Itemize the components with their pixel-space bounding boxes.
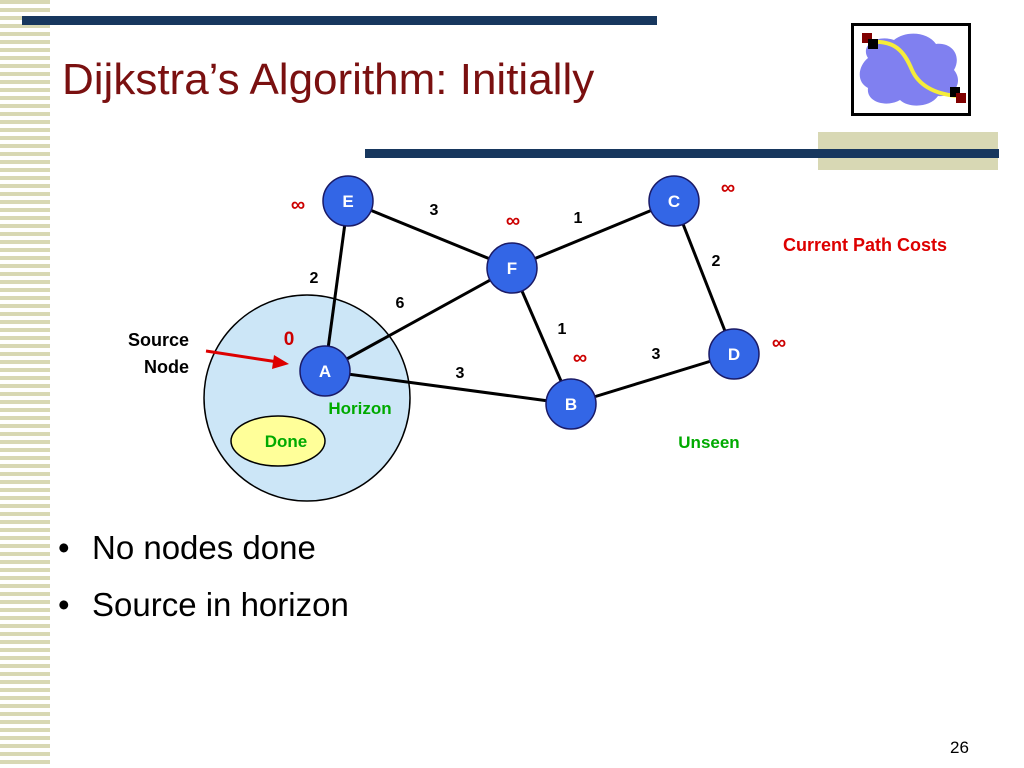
node-F	[486, 242, 538, 294]
horizon-label: Horizon	[328, 399, 391, 418]
network-path-logo	[851, 23, 971, 116]
weight-F-C: 1	[574, 210, 583, 227]
node-D-label: D	[728, 345, 740, 364]
decorative-stripes	[0, 0, 50, 768]
cost-C: ∞	[721, 177, 735, 199]
weight-F-B: 1	[558, 321, 567, 338]
slide-title: Dijkstra’s Algorithm: Initially	[62, 55, 595, 104]
bullet-item: • No nodes done	[58, 528, 349, 585]
bullet-dot: •	[58, 586, 70, 623]
top-rule	[22, 16, 657, 25]
source-arrow-head	[272, 355, 289, 369]
weight-B-D: 3	[652, 346, 661, 363]
cost-B: ∞	[573, 347, 587, 369]
edge-A-F	[324, 266, 513, 373]
cost-E: ∞	[291, 194, 305, 216]
source-arrow	[205, 349, 279, 364]
node-D	[708, 328, 760, 380]
node-B	[545, 378, 597, 430]
node-A	[299, 345, 351, 397]
edge-E-A	[323, 200, 350, 372]
source-node-label-line1: Source	[128, 330, 189, 350]
title-underline-rule	[365, 149, 999, 158]
node-C	[648, 175, 700, 227]
source-node-label-line2: Node	[144, 357, 189, 377]
node-F-label: F	[507, 259, 517, 278]
bullet-text: Source in horizon	[92, 586, 349, 623]
node-C-label: C	[668, 192, 680, 211]
unseen-label: Unseen	[678, 433, 739, 452]
bullet-text: No nodes done	[92, 529, 316, 566]
weight-A-B: 3	[456, 365, 465, 382]
edge-F-C	[511, 199, 675, 270]
cost-F: ∞	[506, 210, 520, 232]
page-number: 26	[950, 738, 969, 757]
current-path-costs-label: Current Path Costs	[783, 235, 947, 255]
node-E	[322, 175, 374, 227]
node-B-label: B	[565, 395, 577, 414]
node-A-label: A	[319, 362, 331, 381]
horizon-region	[203, 294, 411, 502]
done-label: Done	[265, 432, 308, 451]
done-region	[230, 415, 326, 467]
dijkstra-graph: E C F D A B ∞ ∞ ∞ ∞ 0 ∞ 3 1 2 2 6 1 3 3 …	[128, 175, 947, 502]
bullet-item: • Source in horizon	[58, 585, 349, 642]
cost-A: 0	[284, 329, 295, 350]
edge-E-F	[347, 199, 513, 270]
bullet-dot: •	[58, 529, 70, 566]
edge-A-B	[324, 369, 572, 406]
weight-E-A: 2	[310, 270, 319, 287]
cost-D: ∞	[772, 332, 786, 354]
weight-E-F: 3	[430, 202, 439, 219]
edge-B-D	[570, 352, 735, 406]
node-E-label: E	[342, 192, 353, 211]
edge-C-D	[672, 200, 736, 355]
weight-A-F: 6	[396, 295, 405, 312]
weight-C-D: 2	[712, 253, 721, 270]
bullet-list: • No nodes done • Source in horizon	[58, 528, 349, 642]
